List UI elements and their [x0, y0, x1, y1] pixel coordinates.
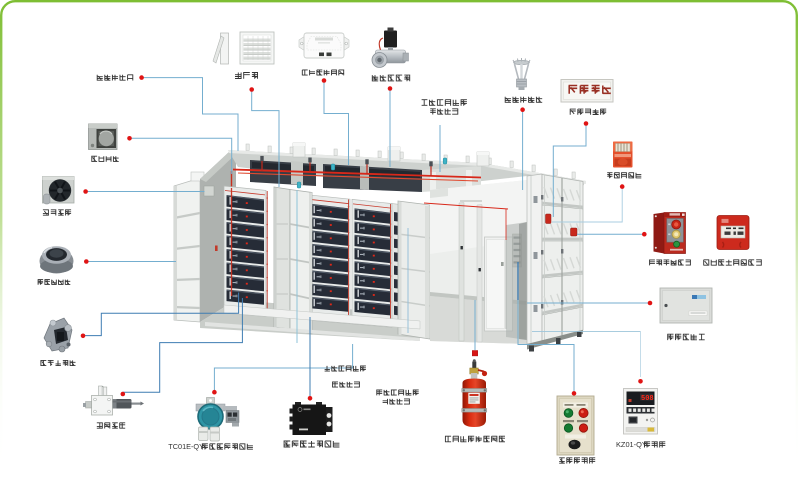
svg-text:508: 508	[641, 395, 654, 403]
svg-text:TC01E-QY: TC01E-QY	[168, 442, 204, 451]
svg-text:KZ01-QY: KZ01-QY	[616, 440, 647, 449]
